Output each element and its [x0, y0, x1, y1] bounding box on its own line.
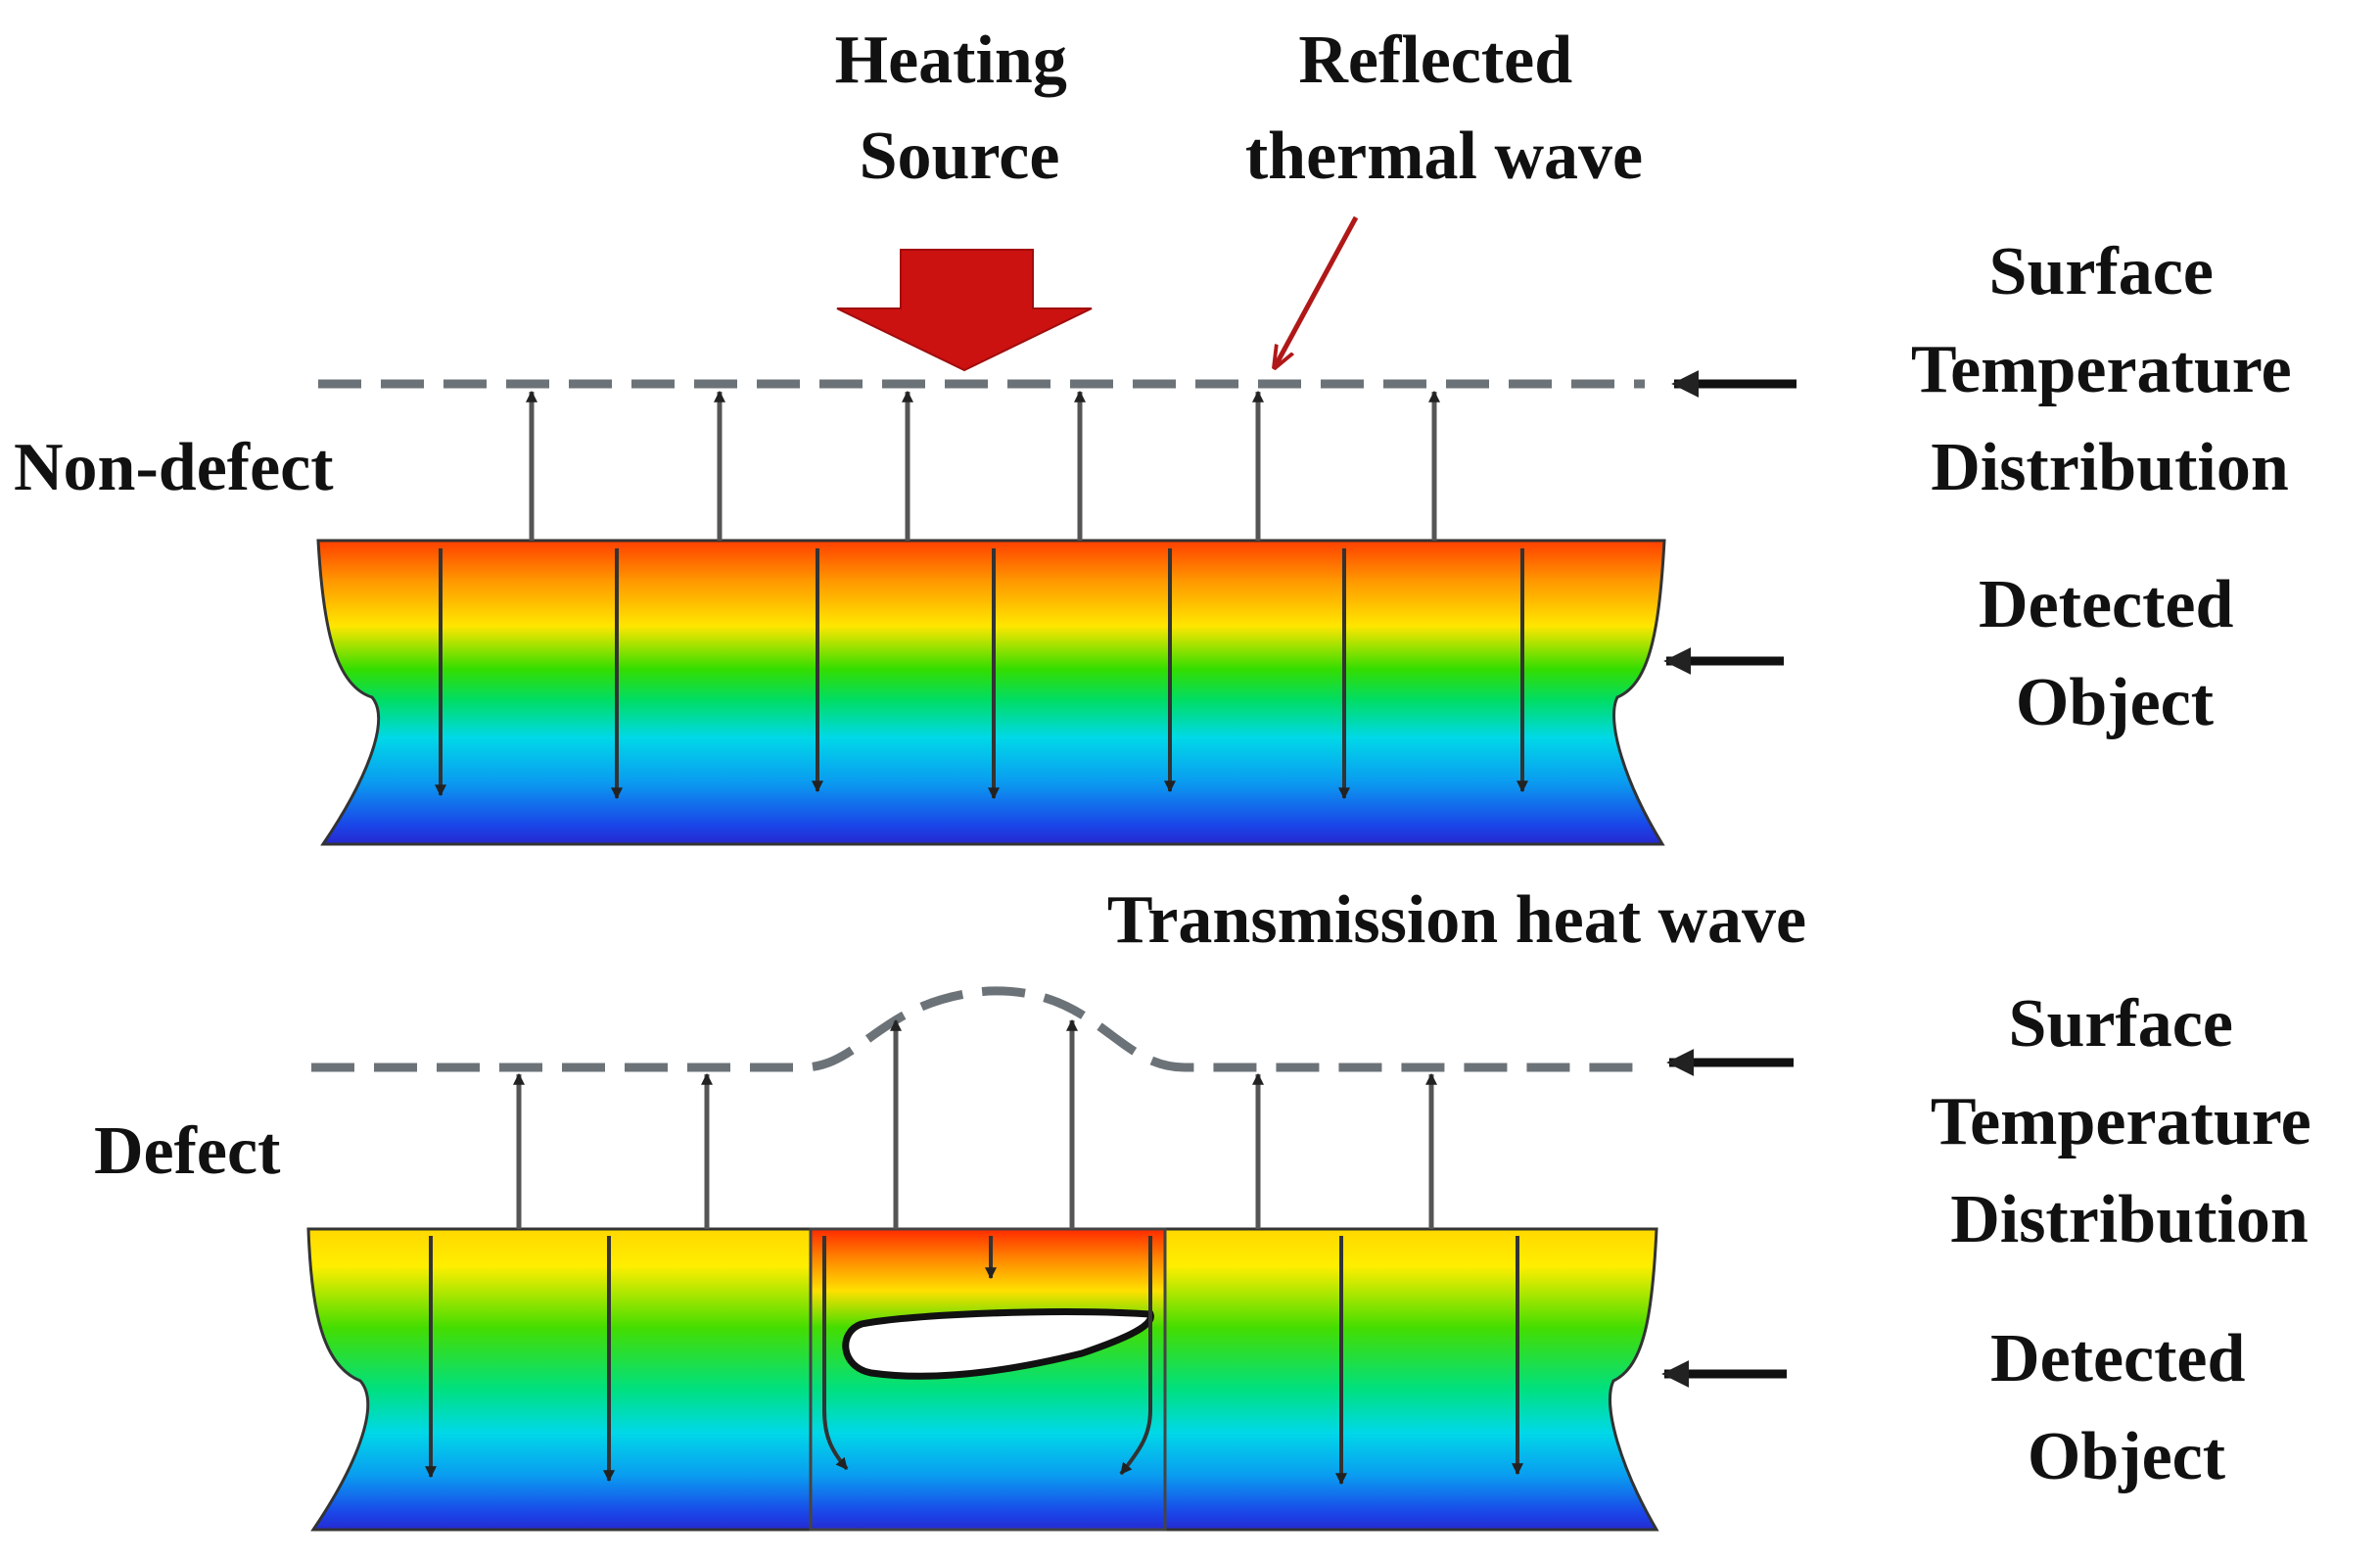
transmitted-arrows-bottom: [425, 1236, 1523, 1486]
reflected-arrows-top: [526, 390, 1440, 541]
surface-label-top-line-2: Temperature: [1911, 332, 2292, 407]
surface-label-bottom-line-1: Surface: [2009, 986, 2233, 1062]
heating-source-line-1: Heating: [835, 23, 1067, 98]
reflected-wave-label: Reflected thermal wave: [1245, 23, 1643, 194]
surface-label-bottom-line-3: Distribution: [1950, 1182, 2309, 1257]
transmitted-arrows-top: [435, 548, 1528, 800]
defect-hot-zone: [809, 1227, 1167, 1532]
object-label-top-line-2: Object: [2016, 665, 2214, 740]
heating-source-arrow-icon: [836, 249, 1093, 372]
object-label-top-line-1: Detected: [1979, 567, 2233, 642]
defect-void: [842, 1308, 1154, 1380]
transmission-heat-wave-label: Transmission heat wave: [1107, 882, 1806, 958]
object-label-bottom-line-2: Object: [2028, 1419, 2225, 1494]
object-label-bottom-line-1: Detected: [1990, 1321, 2245, 1396]
defect-label: Defect: [94, 1113, 280, 1189]
detected-object-label-top: Detected Object: [1979, 567, 2251, 740]
reflected-wave-arrow-icon: [1275, 215, 1359, 367]
non-defect-panel: Heating Source Reflected thermal wave No…: [14, 23, 2309, 846]
surface-label-top-line-1: Surface: [1989, 234, 2214, 309]
detected-object-body-top: [316, 539, 1666, 846]
heating-source-label: Heating Source: [835, 23, 1085, 194]
defect-panel: Defect Surface Temperature Distribution …: [94, 986, 2328, 1532]
down-arrow: [822, 1236, 849, 1471]
reflected-wave-line-1: Reflected: [1298, 23, 1572, 98]
surface-label-bottom-line-2: Temperature: [1931, 1084, 2311, 1159]
non-defect-label: Non-defect: [14, 430, 334, 505]
down-arrow: [1119, 1236, 1152, 1476]
surface-label-top-line-3: Distribution: [1931, 430, 2289, 505]
surface-temperature-label-bottom: Surface Temperature Distribution: [1931, 986, 2328, 1257]
surface-temperature-label-top: Surface Temperature Distribution: [1911, 234, 2309, 505]
reflected-arrows-bottom: [513, 1018, 1437, 1229]
detected-object-label-bottom: Detected Object: [1990, 1321, 2263, 1494]
heating-source-line-2: Source: [860, 118, 1060, 194]
reflected-wave-line-2: thermal wave: [1245, 118, 1643, 194]
surface-temperature-line-bottom: [311, 986, 1645, 1072]
